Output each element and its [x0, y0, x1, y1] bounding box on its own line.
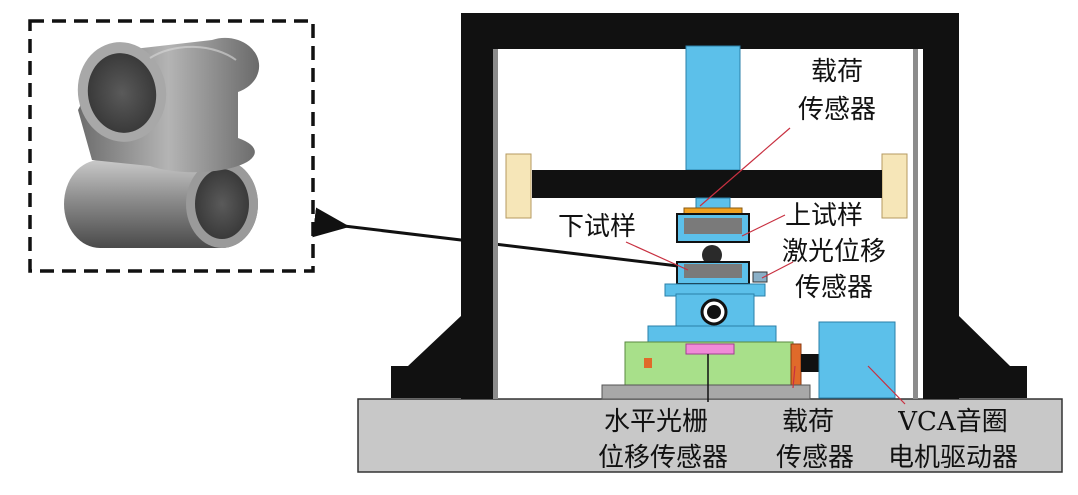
- base-plate: [357, 398, 1063, 473]
- grating-scale: [685, 343, 735, 355]
- specimen-inset: [28, 19, 315, 273]
- slide-rail: [601, 384, 811, 400]
- label-bottom-load-sensor-1: 载荷: [782, 407, 834, 437]
- crossed-tubes-specimen-icon: [64, 37, 260, 248]
- right-pad: [881, 153, 908, 219]
- label-laser-sensor-1: 激光位移: [782, 237, 886, 267]
- load-column: [685, 45, 741, 171]
- label-vca-2: 电机驱动器: [888, 443, 1018, 473]
- label-grating-sensor-2: 位移传感器: [598, 443, 728, 473]
- vca-motor: [818, 321, 896, 399]
- frame: [391, 13, 1027, 399]
- side-load-sensor: [790, 343, 802, 387]
- label-vca-1: VCA音圈: [897, 407, 1007, 437]
- stage-top: [647, 325, 777, 343]
- label-lower-specimen: 下试样: [558, 212, 636, 242]
- label-top-load-sensor-2: 传感器: [798, 95, 876, 125]
- cross-beam: [532, 170, 882, 198]
- label-upper-specimen: 上试样: [785, 201, 863, 231]
- label-laser-sensor-2: 传感器: [795, 273, 873, 303]
- inset-dashed-border: [28, 19, 315, 273]
- leader-lines: [625, 127, 906, 405]
- label-bottom-load-sensor-2: 传感器: [776, 443, 854, 473]
- label-top-load-sensor-1: 载荷: [811, 57, 863, 87]
- laser-sensor-head: [752, 271, 768, 283]
- left-pad: [505, 153, 532, 219]
- arrow-left-icon: [312, 207, 679, 268]
- contact-ball: [702, 245, 722, 265]
- label-grating-sensor-1: 水平光栅: [604, 407, 708, 437]
